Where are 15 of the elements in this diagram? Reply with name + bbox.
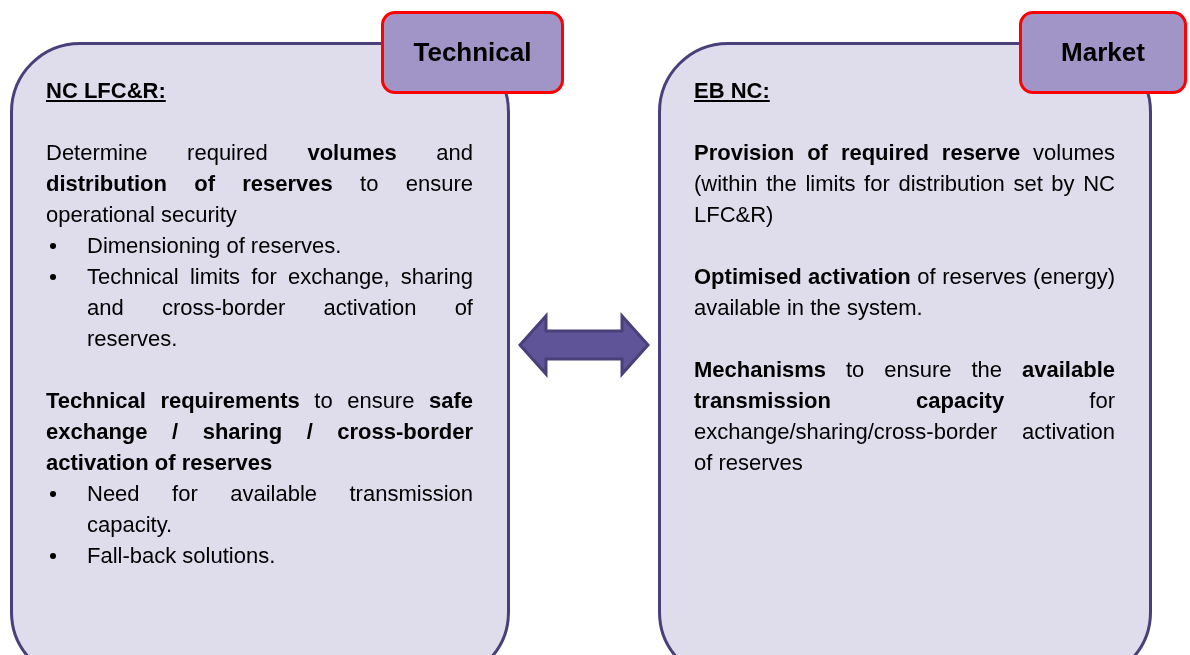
paragraph: Determine required volumes and distribution of reserves to ensure operational security [46, 139, 473, 229]
paragraph: Mechanisms to ensure the available transmission capacity for exchange/sharing/cross-border activation of reserves [694, 356, 1115, 477]
bullet-text: Technical limits for exchange, sharing and cross-border activation of reserves. [87, 263, 473, 353]
rounded-panel [658, 42, 1152, 655]
bullet-text: Fall-back solutions. [87, 542, 277, 570]
paragraph: Technical requirements to ensure safe exchange / sharing / cross-border activation of reserves [46, 387, 473, 477]
category-tab: Market [1019, 11, 1187, 94]
bullet-text: Need for available transmission capacity. [87, 480, 473, 539]
paragraph: Optimised activation of reserves (energy) available in the system. [694, 263, 1115, 322]
bullet-text: Dimensioning of reserves. [87, 232, 343, 260]
double-arrow [518, 312, 650, 378]
category-tab: Technical [381, 11, 564, 94]
section-heading: NC LFC&R: [46, 77, 166, 105]
section-heading: EB NC: [694, 77, 770, 105]
paragraph: Provision of required reserve volumes (within the limits for distribution set by NC LFC&R) [694, 139, 1115, 229]
